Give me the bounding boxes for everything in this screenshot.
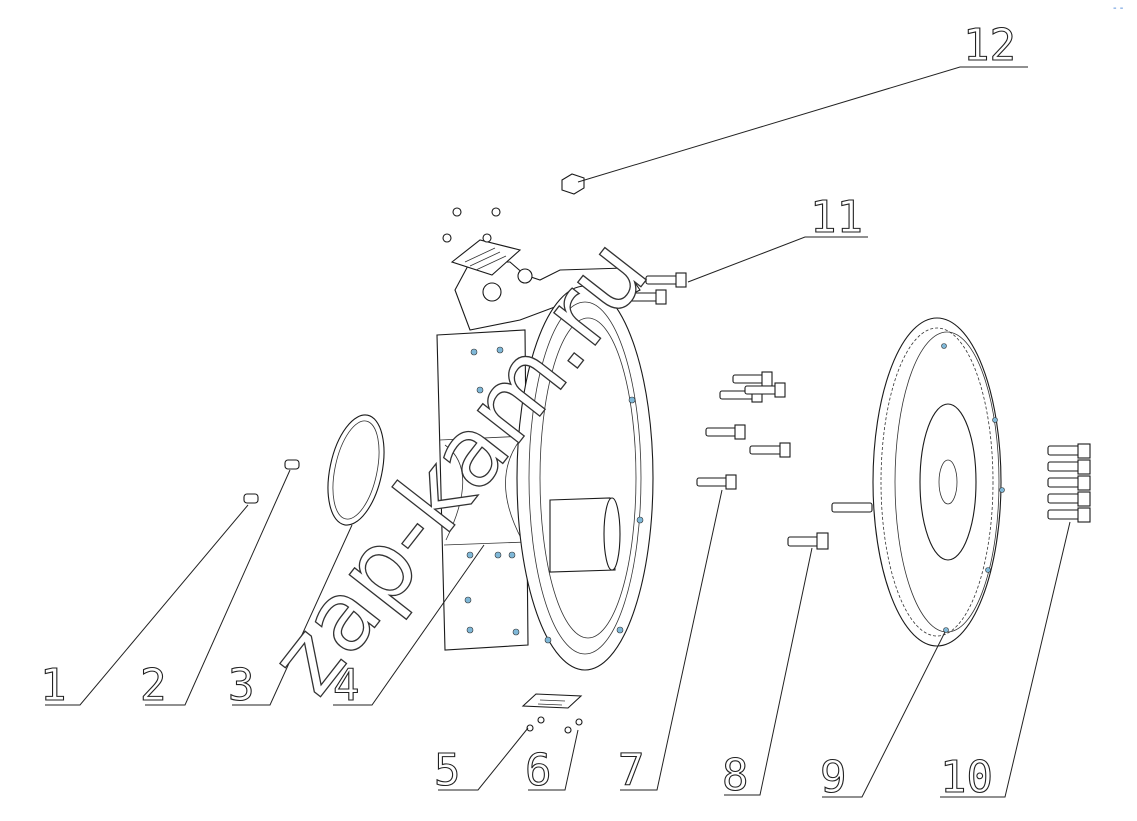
callout-7: 7 xyxy=(618,745,645,796)
callout-6: 6 xyxy=(525,745,552,796)
callout-9: 9 xyxy=(820,752,847,803)
callout-4: 4 xyxy=(333,660,360,711)
flywheel-housing xyxy=(436,261,654,671)
callout-3: 3 xyxy=(228,660,255,711)
callout-8: 8 xyxy=(722,750,749,801)
bolt-set-10 xyxy=(1047,443,1091,523)
bolts-7 xyxy=(696,371,791,490)
callout-5: 5 xyxy=(434,745,461,796)
bolts-11 xyxy=(629,272,687,305)
callout-2: 2 xyxy=(140,660,167,711)
flywheel xyxy=(831,317,1005,647)
callout-11: 11 xyxy=(810,192,863,243)
seal-ring xyxy=(327,414,385,526)
callout-1: 1 xyxy=(40,660,67,711)
callout-10: 10 xyxy=(940,752,993,803)
dowel-pins xyxy=(243,459,300,504)
corner-mark: - - xyxy=(1113,3,1124,14)
leader-lines xyxy=(45,66,1071,798)
callout-12: 12 xyxy=(963,20,1016,71)
inspection-cover-bottom xyxy=(521,693,583,734)
bolt-8 xyxy=(787,532,829,550)
nut-12 xyxy=(561,173,585,195)
inspection-cover-top xyxy=(442,207,522,276)
